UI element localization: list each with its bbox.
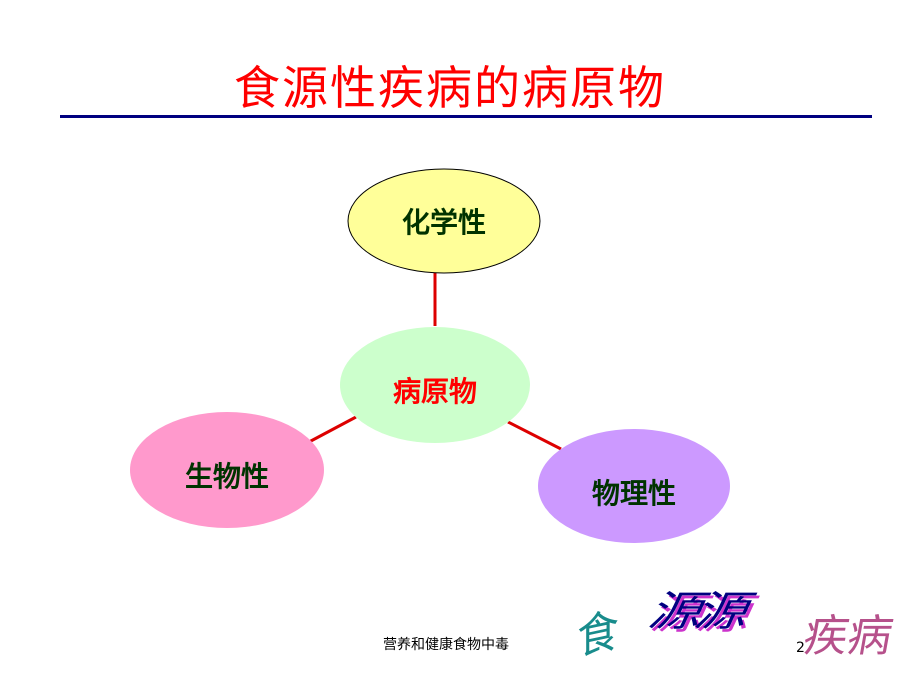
page-number: 2 <box>796 640 805 656</box>
footer-text: 营养和健康食物中毒 <box>383 637 509 653</box>
title-underline <box>60 115 872 118</box>
node-chemical-label: 化学性 <box>401 206 486 239</box>
node-chemical <box>347 168 541 274</box>
decorative-glyph-c: 疾病 <box>799 611 897 662</box>
node-biological-label: 生物性 <box>184 460 269 493</box>
node-physical <box>538 429 730 543</box>
slide-title: 食源性疾病的病原物 <box>234 61 666 115</box>
node-center <box>340 327 530 443</box>
connector-biological <box>308 415 357 444</box>
node-biological <box>130 412 324 528</box>
decorative-glyph-a: 食 <box>577 602 619 666</box>
node-center-label: 病原物 <box>392 375 477 408</box>
connector-physical <box>507 420 562 451</box>
node-physical-label: 物理性 <box>591 477 676 510</box>
